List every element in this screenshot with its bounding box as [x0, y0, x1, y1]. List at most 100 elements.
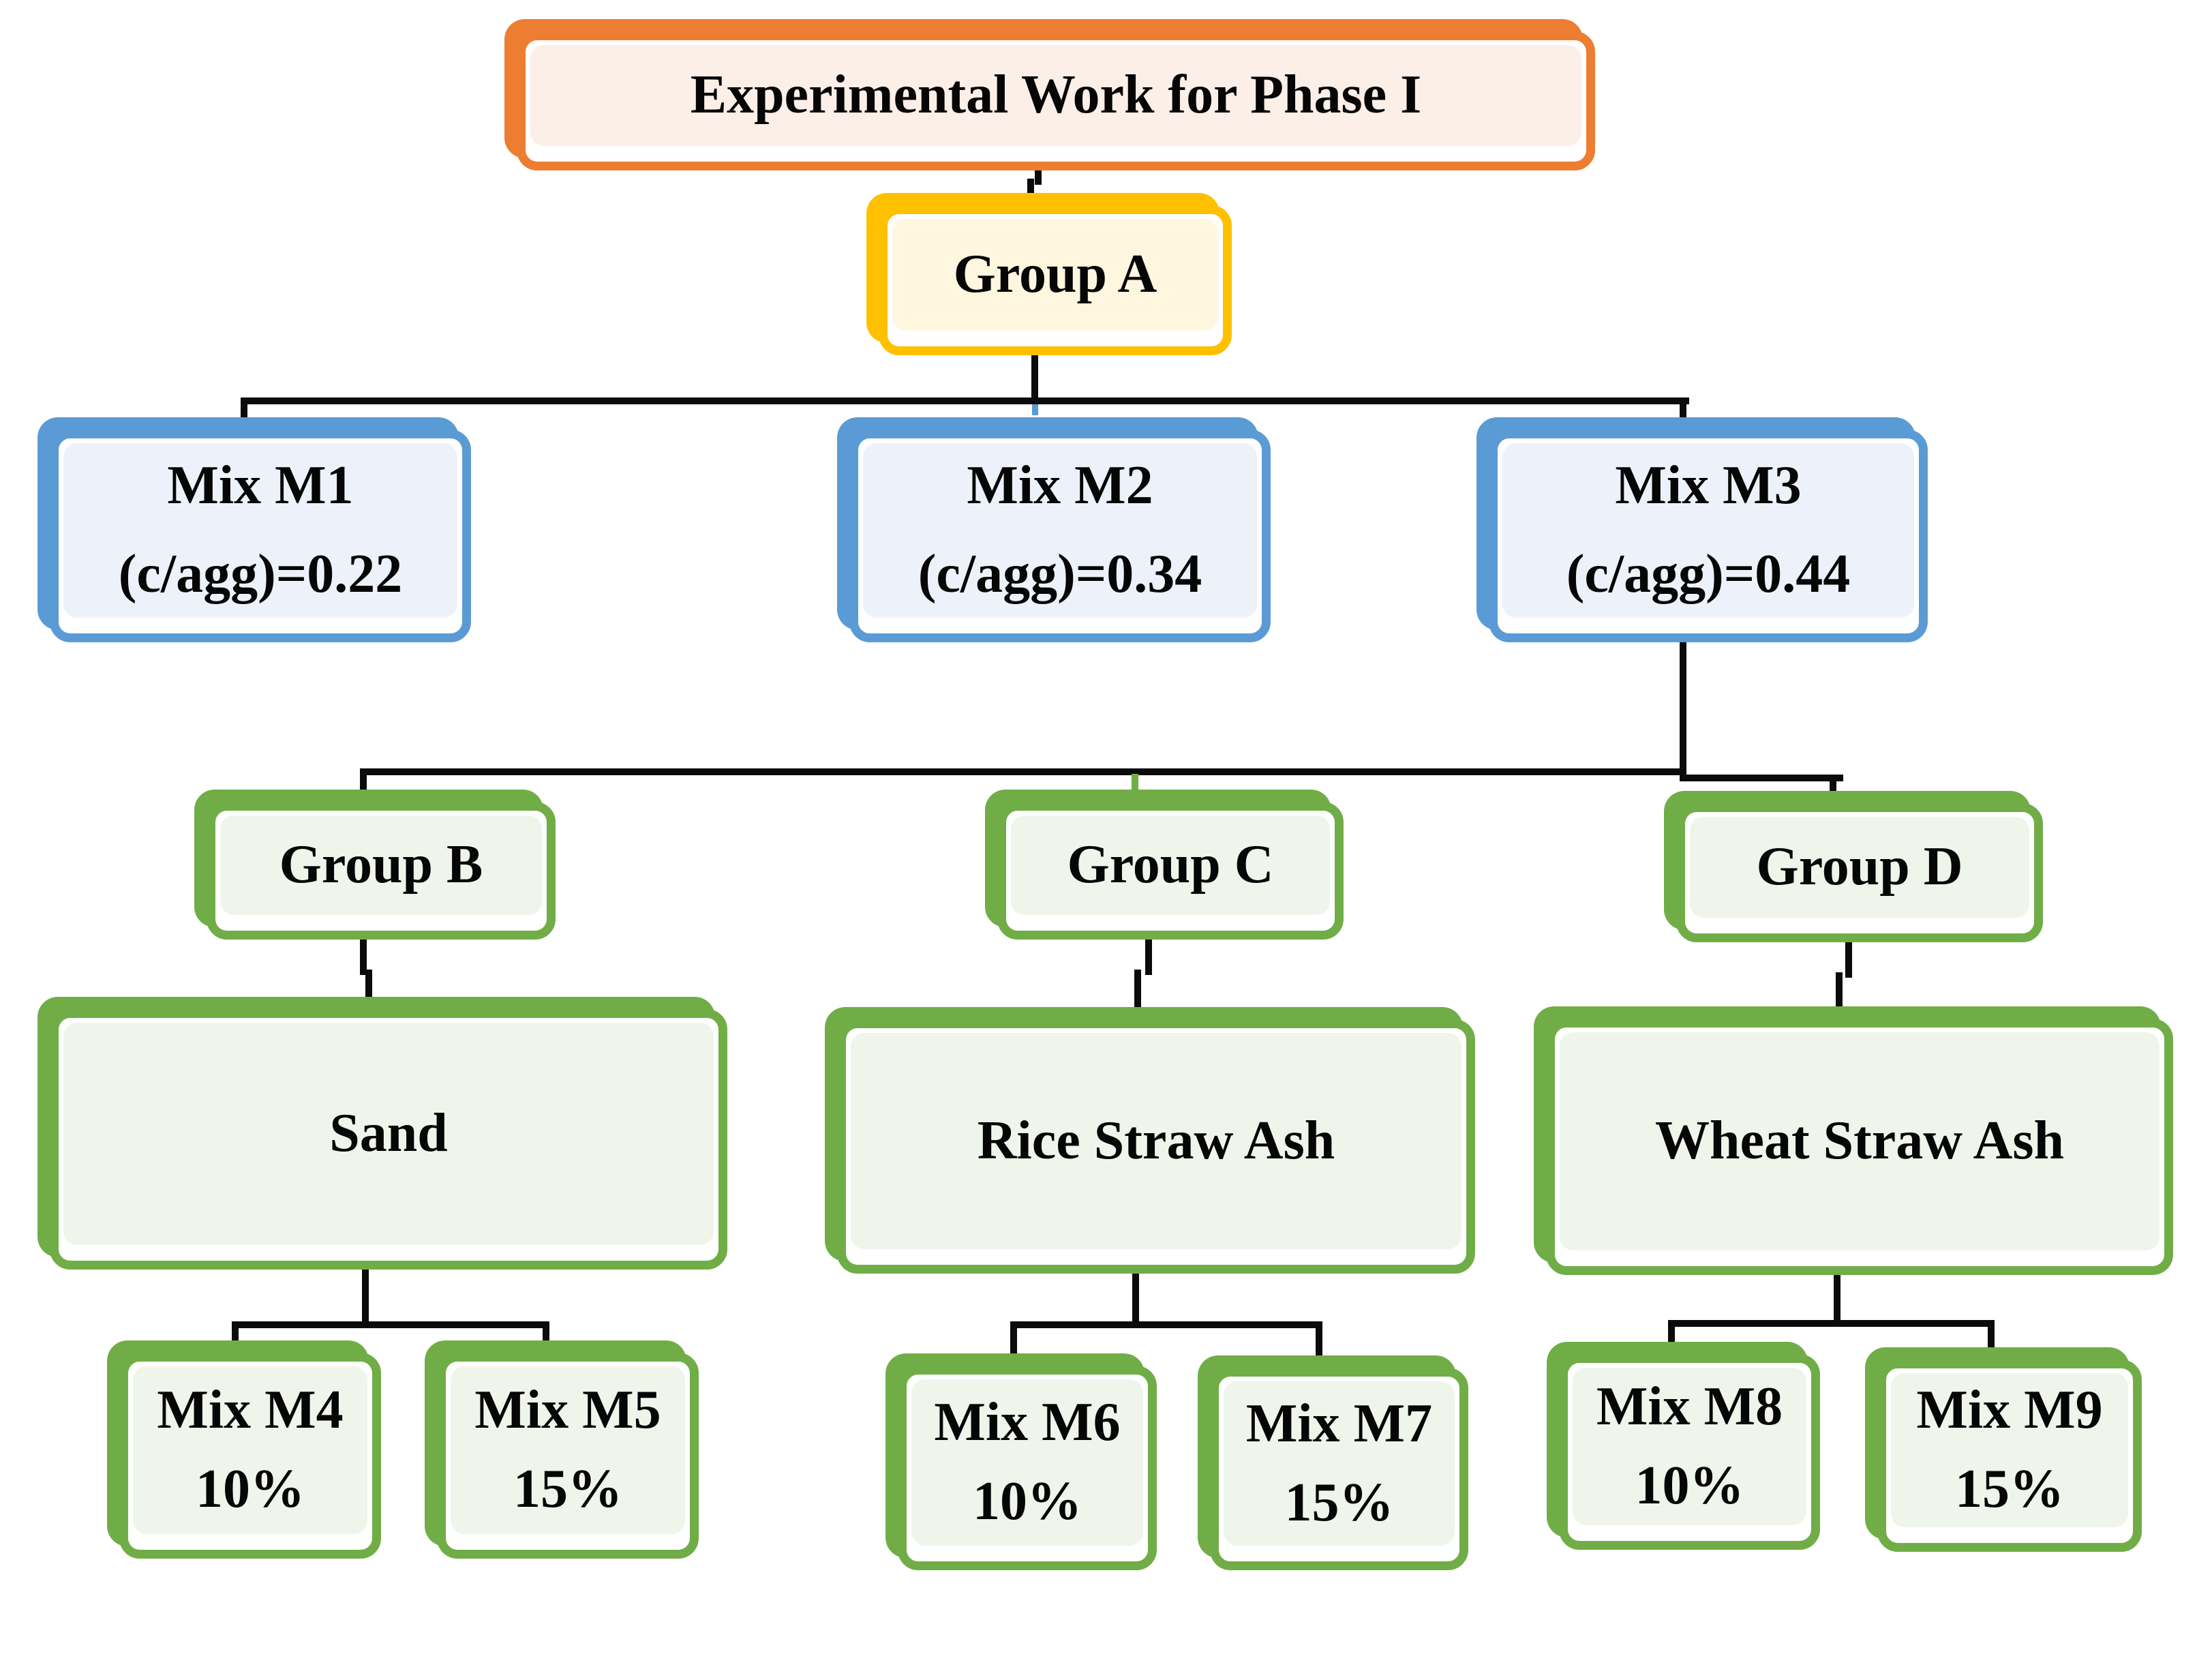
node-mix-m4-body: Mix M4 10%: [133, 1366, 367, 1534]
node-mix-m2-value: (c/agg)=0.34: [918, 544, 1202, 604]
node-rice-straw-ash-body: Rice Straw Ash: [851, 1033, 1461, 1249]
bus-wheat-mixes: [1668, 1320, 1995, 1327]
node-mix-m1-title: Mix M1: [167, 455, 354, 516]
node-mix-m7: Mix M7 15%: [1198, 1355, 1468, 1570]
node-mix-m9-face: Mix M9 15%: [1877, 1360, 2142, 1552]
node-mix-m4-value: 10%: [196, 1459, 305, 1519]
node-mix-m8-face: Mix M8 10%: [1559, 1354, 1820, 1550]
node-group-d-face: Group D: [1676, 803, 2043, 942]
node-experimental-work-phase1-label: Experimental Work for Phase I: [690, 65, 1422, 125]
node-mix-m1: Mix M1 (c/agg)=0.22: [37, 417, 471, 642]
node-mix-m3-body: Mix M3 (c/agg)=0.44: [1502, 443, 1914, 618]
node-group-c-label: Group C: [1067, 835, 1274, 895]
node-mix-m2-face: Mix M2 (c/agg)=0.34: [849, 430, 1271, 642]
node-mix-m7-face: Mix M7 15%: [1210, 1368, 1468, 1570]
stub-group-c: [1132, 774, 1138, 792]
node-group-c: Group C: [985, 790, 1344, 940]
connector-groupb-sand-upper: [360, 937, 367, 975]
node-mix-m2: Mix M2 (c/agg)=0.34: [837, 417, 1271, 642]
node-rice-straw-ash-face: Rice Straw Ash: [837, 1019, 1475, 1274]
node-mix-m4: Mix M4 10%: [107, 1340, 381, 1559]
node-mix-m5-title: Mix M5: [474, 1380, 661, 1441]
node-mix-m6-body: Mix M6 10%: [911, 1379, 1143, 1546]
node-mix-m9-value: 15%: [1955, 1459, 2064, 1519]
node-group-b-body: Group B: [220, 815, 542, 915]
connector-rice-down: [1132, 1271, 1139, 1328]
node-mix-m6-face: Mix M6 10%: [898, 1366, 1157, 1570]
node-group-c-face: Group C: [997, 802, 1344, 940]
node-mix-m3-face: Mix M3 (c/agg)=0.44: [1489, 430, 1928, 642]
node-sand: Sand: [37, 997, 727, 1270]
node-mix-m9-title: Mix M9: [1916, 1380, 2103, 1441]
connector-groupc-rice-upper: [1145, 937, 1152, 975]
node-mix-m4-face: Mix M4 10%: [119, 1353, 381, 1559]
connector-wheat-down: [1834, 1272, 1840, 1327]
stub-group-b: [360, 768, 367, 794]
connector-groupb-sand-lower: [365, 970, 372, 1001]
node-mix-m3-value: (c/agg)=0.44: [1566, 544, 1851, 604]
node-group-c-body: Group C: [1011, 815, 1330, 915]
node-mix-m6-value: 10%: [973, 1471, 1082, 1531]
node-group-b-label: Group B: [279, 835, 483, 895]
node-mix-m5-value: 15%: [513, 1459, 622, 1519]
stub-mix-m3: [1680, 397, 1686, 422]
node-group-a: Group A: [866, 193, 1232, 355]
node-mix-m9: Mix M9 15%: [1865, 1347, 2142, 1552]
node-wheat-straw-ash-face: Wheat Straw Ash: [1546, 1019, 2173, 1275]
connector-groupc-rice-lower: [1134, 970, 1141, 1012]
node-mix-m8: Mix M8 10%: [1547, 1342, 1820, 1550]
node-sand-body: Sand: [63, 1023, 714, 1245]
connector-root-groupa-upper: [1035, 164, 1042, 185]
node-rice-straw-ash-label: Rice Straw Ash: [977, 1110, 1335, 1171]
node-group-d-label: Group D: [1756, 837, 1963, 897]
node-mix-m8-body: Mix M8 10%: [1573, 1368, 1806, 1525]
node-experimental-work-phase1: Experimental Work for Phase I: [504, 19, 1595, 170]
node-group-a-face: Group A: [879, 205, 1232, 355]
node-mix-m5: Mix M5 15%: [425, 1340, 699, 1559]
node-mix-m8-value: 10%: [1635, 1455, 1744, 1516]
node-mix-m3-title: Mix M3: [1615, 455, 1802, 516]
stub-mix-m2: [1032, 404, 1038, 415]
connector-groupd-wheat-lower: [1836, 972, 1843, 1010]
stub-mix-m5: [543, 1321, 549, 1345]
node-mix-m2-title: Mix M2: [967, 455, 1153, 516]
node-group-d-body: Group D: [1690, 817, 2029, 918]
bus-groupa-children: [241, 397, 1689, 404]
node-sand-label: Sand: [329, 1103, 448, 1164]
node-mix-m8-title: Mix M8: [1596, 1376, 1783, 1437]
node-wheat-straw-ash: Wheat Straw Ash: [1534, 1006, 2173, 1275]
node-experimental-work-phase1-body: Experimental Work for Phase I: [530, 45, 1581, 146]
stub-mix-m1: [241, 397, 247, 422]
connector-root-groupa-lower: [1027, 179, 1034, 197]
node-mix-m3: Mix M3 (c/agg)=0.44: [1476, 417, 1928, 642]
bus-m3-groups: [360, 768, 1686, 775]
node-group-a-label: Group A: [953, 244, 1157, 305]
node-group-b: Group B: [194, 790, 556, 940]
node-mix-m2-body: Mix M2 (c/agg)=0.34: [863, 443, 1257, 618]
node-mix-m6-title: Mix M6: [934, 1392, 1121, 1453]
stub-mix-m7: [1316, 1321, 1322, 1357]
node-mix-m1-body: Mix M1 (c/agg)=0.22: [63, 443, 457, 618]
node-mix-m9-body: Mix M9 15%: [1891, 1373, 2128, 1527]
node-mix-m5-face: Mix M5 15%: [437, 1353, 699, 1559]
node-mix-m1-face: Mix M1 (c/agg)=0.22: [50, 430, 471, 642]
node-mix-m6: Mix M6 10%: [885, 1353, 1157, 1570]
node-mix-m7-title: Mix M7: [1245, 1393, 1433, 1454]
connector-groupd-wheat-upper: [1845, 940, 1852, 978]
node-experimental-work-phase1-face: Experimental Work for Phase I: [517, 31, 1595, 170]
node-group-d: Group D: [1664, 791, 2043, 942]
node-mix-m7-body: Mix M7 15%: [1224, 1381, 1455, 1546]
bus-m3-groups-right: [1680, 775, 1843, 781]
node-group-b-face: Group B: [207, 802, 556, 940]
node-sand-face: Sand: [50, 1009, 727, 1270]
bus-sand-mixes: [232, 1321, 549, 1328]
node-group-a-body: Group A: [892, 219, 1218, 331]
node-rice-straw-ash: Rice Straw Ash: [825, 1007, 1475, 1274]
stub-mix-m9: [1988, 1320, 1995, 1353]
connector-sand-down: [362, 1267, 369, 1328]
bus-rice-mixes: [1010, 1321, 1322, 1328]
stub-mix-m8: [1668, 1320, 1675, 1346]
connector-groupa-down: [1031, 354, 1038, 403]
stub-mix-m4: [232, 1321, 239, 1345]
